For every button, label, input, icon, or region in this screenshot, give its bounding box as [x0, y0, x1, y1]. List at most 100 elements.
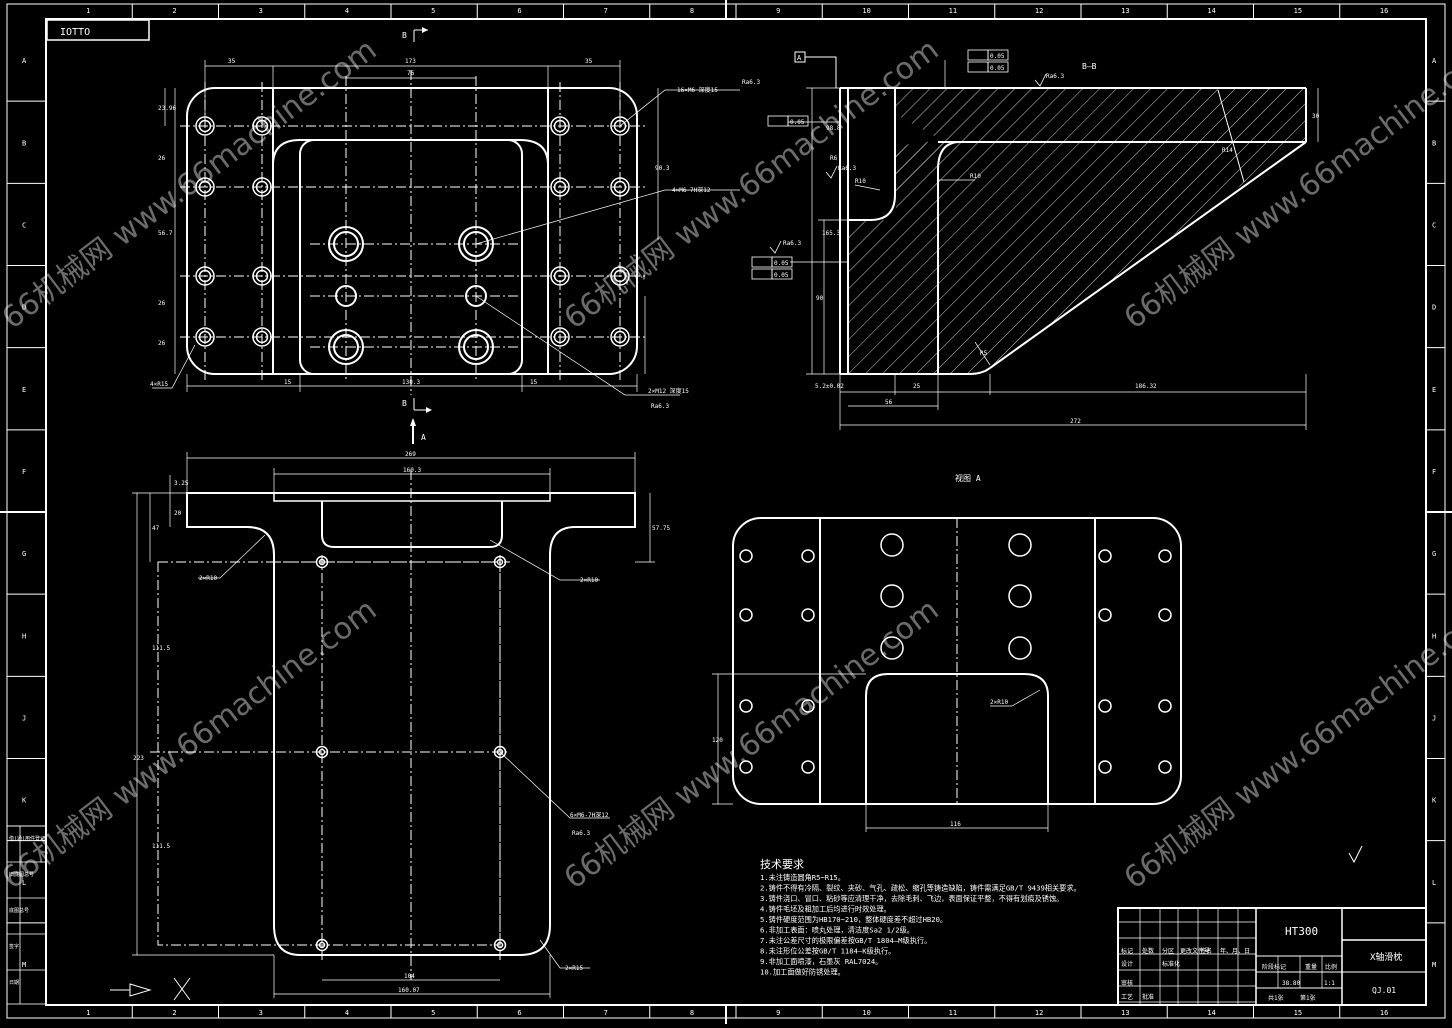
- frame-row-right-K: K: [1432, 797, 1437, 805]
- left-strip-label: 旧底图总号: [9, 871, 34, 878]
- mount-hole: [1008, 636, 1032, 660]
- title-block-cell: 第1张: [1300, 994, 1316, 1002]
- frame-row-right-H: H: [1432, 632, 1436, 640]
- bolt-hole: [550, 116, 570, 136]
- bolt-hole: [801, 549, 815, 563]
- technical-requirements: 技术要求 1.未注铸造圆角R5~R15。2.铸件不得有冷隔、裂纹、夹砂、气孔、疏…: [760, 858, 1081, 977]
- section-dim: 272: [1070, 418, 1081, 425]
- tech-req-line: 6.非加工表面：喷丸处理，清洁度Sa2 1/2级。: [760, 926, 914, 935]
- bolt-hole: [1158, 549, 1172, 563]
- bolt-hole: [739, 549, 753, 563]
- left-strip-label: 签字: [9, 943, 19, 950]
- mount-hole: [880, 584, 904, 608]
- frame-row-left-H: H: [22, 632, 26, 640]
- frame-row-right-G: G: [1432, 550, 1436, 558]
- front-view-dim: 104: [404, 973, 415, 980]
- front-view-dim: 57.75: [652, 525, 670, 532]
- left-strip-label: 底图总号: [9, 907, 29, 914]
- front-view-note: 2×R15: [565, 965, 583, 972]
- frame-col-bottom-5: 5: [431, 1009, 435, 1017]
- thread-hole: [315, 938, 329, 952]
- frame-col-bottom-14: 14: [1207, 1009, 1215, 1017]
- title-block-cell: 处数: [1142, 947, 1154, 955]
- top-view-dim: 90.3: [655, 165, 670, 172]
- frame-col-top-14: 14: [1207, 7, 1215, 15]
- bolt-hole: [1098, 549, 1112, 563]
- frame-row-left-E: E: [22, 386, 26, 394]
- tech-req-title: 技术要求: [760, 858, 804, 871]
- title-block-cell: 工艺: [1121, 993, 1133, 1001]
- front-view-dim: 3.25: [174, 480, 189, 487]
- tech-req-line: 1.未注铸造圆角R5~R15。: [760, 873, 845, 882]
- title-block: [1117, 907, 1427, 1006]
- bolt-hole: [195, 327, 215, 347]
- tolerance-value: 0.05: [774, 260, 789, 267]
- view-a: [732, 517, 1182, 805]
- frame-col-bottom-2: 2: [172, 1009, 176, 1017]
- title-block-cell: 批准: [1142, 993, 1154, 1001]
- frame-row-right-B: B: [1432, 139, 1436, 147]
- top-view-dim: 15: [530, 379, 538, 386]
- top-view-dim: 23.96: [158, 105, 176, 112]
- frame-col-top-1: 1: [86, 7, 90, 15]
- watermark-text: 66机械网 www.66machine.com: [558, 592, 945, 896]
- top-view-dim: 76: [407, 70, 415, 77]
- top-view-dim: 26: [158, 340, 166, 347]
- title-block-cell: 共1张: [1268, 994, 1284, 1002]
- mount-hole: [1008, 584, 1032, 608]
- watermark-text: 66机械网 www.66machine.com: [0, 32, 383, 336]
- bolt-hole: [1098, 699, 1112, 713]
- roughness-value: Ra6.3: [1046, 73, 1064, 80]
- material: HT300: [1285, 925, 1318, 938]
- thread-hole: [493, 745, 507, 759]
- top-view-note: 4×M6-7H深12: [672, 186, 711, 194]
- mount-hole: [880, 533, 904, 557]
- top-view-note: 2×M12 深度15: [648, 387, 689, 395]
- frame-col-top-15: 15: [1294, 7, 1302, 15]
- view-a-dim: 2×R10: [990, 699, 1008, 706]
- bolt-hole: [550, 327, 570, 347]
- section-dim: 186.32: [1135, 383, 1157, 390]
- section-marks: B B A A: [402, 27, 837, 444]
- title-block-cell: 设计: [1121, 960, 1133, 968]
- frame-col-top-11: 11: [949, 7, 957, 15]
- frame-row-left-G: G: [22, 550, 26, 558]
- bolt-hole: [195, 177, 215, 197]
- tech-req-line: 10.加工面做好防锈处理。: [760, 968, 845, 977]
- frame-row-left-L: L: [22, 879, 26, 887]
- bolt-hole: [801, 760, 815, 774]
- title-block-cell: 1:1: [1324, 980, 1335, 987]
- view-a-arrow-label: A: [421, 433, 426, 442]
- top-view-dim: 35: [585, 58, 593, 65]
- view-a-dimensions: [712, 673, 1049, 832]
- roughness-value: Ra6.3: [783, 240, 801, 247]
- left-strip-label: 借(通)用件登记: [9, 835, 45, 842]
- tech-req-line: 7.未注公差尺寸的极限偏差按GB/T 1804—M级执行。: [760, 936, 931, 945]
- through-hole: [465, 285, 487, 307]
- title-block-cell: 分区: [1162, 947, 1174, 955]
- front-view: [150, 470, 636, 980]
- roughness-value: Ra6.3: [838, 165, 856, 172]
- top-view-dimensions: [152, 60, 740, 396]
- frame-col-top-3: 3: [259, 7, 263, 15]
- front-view-note: Ra6.3: [572, 830, 590, 837]
- title-block-cell: 标准化: [1162, 960, 1180, 968]
- frame-row-left-F: F: [22, 468, 26, 476]
- top-view-dim: 26: [158, 155, 166, 162]
- corner-code: IOTTO: [60, 27, 90, 38]
- bolt-hole: [252, 177, 272, 197]
- frame-col-top-16: 16: [1380, 7, 1388, 15]
- frame-row-left-K: K: [22, 797, 27, 805]
- title-block-cell: 38.80: [1282, 980, 1300, 987]
- bolt-hole: [801, 699, 815, 713]
- watermark-text: 66机械网 www.66machine.com: [1118, 592, 1452, 896]
- section-dim: R14: [1222, 147, 1233, 154]
- frame-row-right-C: C: [1432, 221, 1436, 229]
- top-view-note: Ra6.3: [651, 403, 669, 410]
- front-view-dim: 160.07: [398, 987, 420, 994]
- frame-zone-labels: 1122334455667788991010111112121313141415…: [22, 7, 1437, 1017]
- counterbore-hole: [458, 329, 494, 365]
- tech-req-line: 8.未注形位公差按GB/T 1184—K级执行。: [760, 947, 895, 956]
